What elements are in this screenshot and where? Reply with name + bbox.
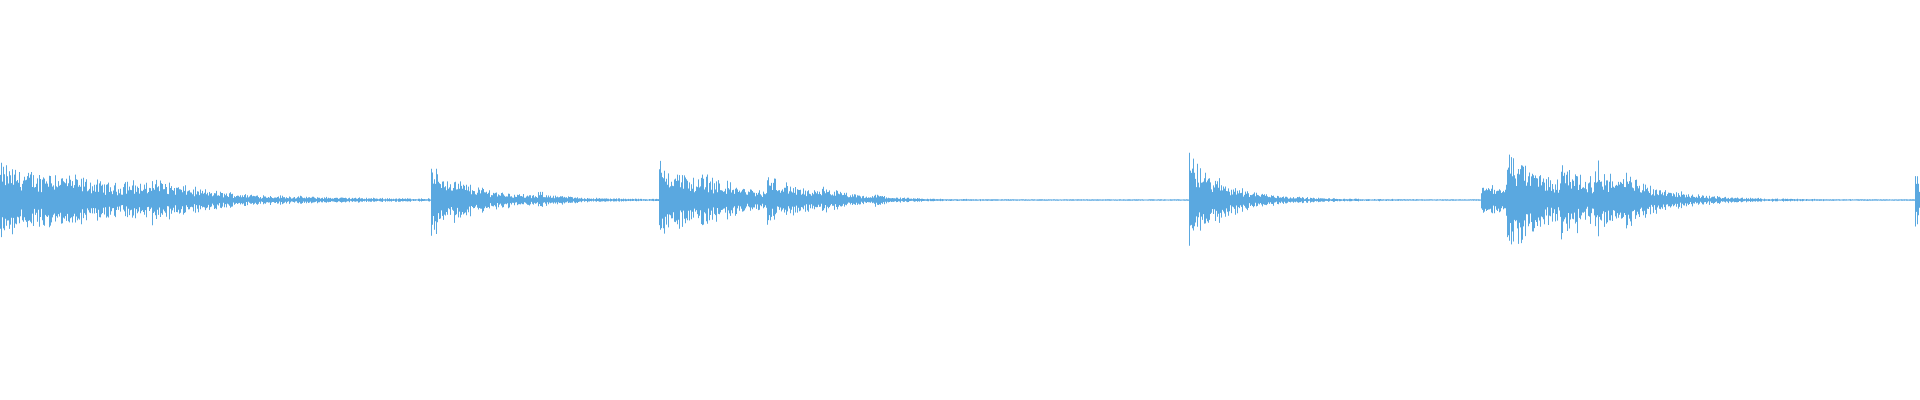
waveform-samples xyxy=(0,152,1920,246)
waveform-path xyxy=(0,152,1920,246)
